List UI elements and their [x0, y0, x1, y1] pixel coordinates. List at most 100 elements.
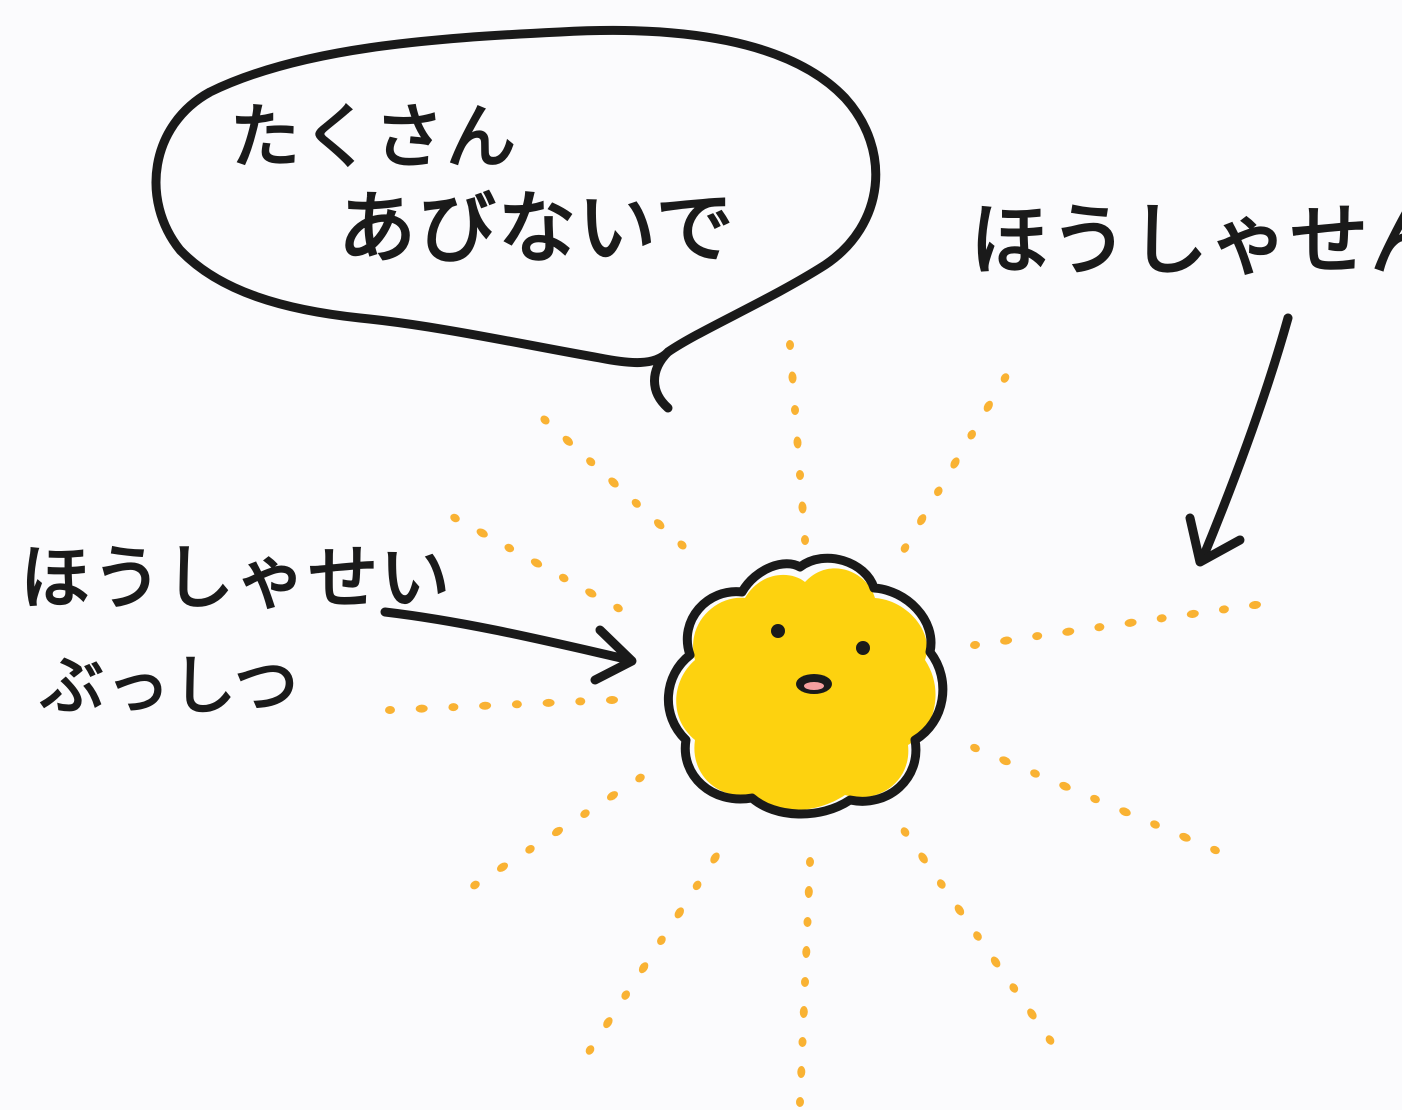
ray-dot	[795, 1097, 805, 1107]
character-body-outline	[663, 553, 948, 819]
ray-dot	[552, 826, 563, 837]
ray-dot	[1090, 794, 1100, 804]
ray-dot	[790, 405, 800, 415]
ray-dot	[448, 703, 459, 712]
ray-dot	[621, 990, 631, 1000]
ray-dot	[511, 700, 522, 709]
arrow-to-character-icon	[380, 607, 637, 685]
ray-dot	[450, 513, 460, 523]
ray-dot	[797, 1066, 806, 1078]
ray-dot	[900, 827, 910, 837]
ray-dot	[562, 435, 573, 446]
ray-dot	[990, 956, 1001, 968]
ray-dot	[613, 603, 623, 613]
ray-dot	[798, 1037, 807, 1047]
ray-dot	[800, 535, 810, 545]
ray-dot	[692, 880, 702, 891]
ray-dot	[1030, 769, 1040, 778]
ray-dot	[1045, 1035, 1055, 1045]
ray-dot	[785, 340, 795, 350]
ray-dot	[470, 880, 480, 890]
ray-dot	[1179, 832, 1191, 842]
ray-dot	[970, 640, 980, 650]
ray-dot	[1124, 618, 1137, 627]
ray-dot	[793, 436, 802, 449]
ray-dot	[954, 904, 965, 916]
ray-dot	[917, 514, 927, 526]
ray-dot	[631, 498, 641, 508]
ray-dot	[1210, 845, 1220, 855]
ray-dot	[497, 862, 508, 872]
ray-dot	[973, 931, 982, 941]
ray-dot	[788, 371, 797, 384]
ray-dot	[795, 470, 805, 480]
ray-dot	[1119, 807, 1131, 817]
character-mouth-inner	[804, 682, 824, 690]
ray-dot	[710, 852, 720, 864]
ray-dot	[674, 907, 684, 919]
ray-dot	[1150, 820, 1160, 829]
ray-dot	[558, 573, 569, 583]
ray-dot	[585, 588, 597, 598]
ray-dot	[1186, 609, 1199, 618]
ray-dot	[800, 977, 810, 987]
ray-dot	[638, 962, 649, 974]
ray-dot	[802, 946, 811, 958]
ray-dot	[950, 457, 960, 469]
ray-dot	[530, 558, 543, 568]
ray-dot	[1009, 983, 1019, 993]
ray-dot	[1156, 614, 1167, 623]
ray-dot	[575, 697, 586, 706]
yellow-blob-character-icon	[663, 553, 948, 819]
radioactive-material-label-line-2: ぶっしつ	[40, 650, 301, 724]
ray-dot	[799, 1006, 808, 1018]
ray-dot	[476, 528, 488, 538]
ray-dot	[677, 540, 687, 550]
ray-dot	[1027, 1008, 1037, 1020]
ray-dot	[504, 543, 515, 553]
ray-dot	[657, 935, 666, 946]
ray-dot	[967, 429, 976, 440]
ray-dot	[983, 400, 993, 412]
speech-bubble-text-line-2: あびないで	[338, 184, 736, 274]
ray-dot	[934, 486, 943, 497]
ray-dot	[607, 791, 618, 801]
ray-dot	[540, 415, 550, 425]
character-right-eye	[856, 641, 870, 655]
ray-dot	[1059, 781, 1071, 791]
ray-dot	[900, 543, 910, 553]
ray-dot	[970, 743, 980, 753]
ray-dot	[918, 852, 928, 864]
ray-dot	[525, 844, 535, 854]
ray-dot	[1249, 600, 1261, 610]
ray-dot	[1000, 636, 1013, 645]
speech-bubble	[151, 25, 881, 413]
ray-dot	[542, 698, 555, 707]
ray-dot	[1094, 623, 1105, 632]
ray-dot	[385, 705, 395, 715]
ray-dot	[585, 1045, 595, 1055]
ray-dot	[415, 704, 428, 713]
ray-dot	[608, 477, 619, 488]
ray-dot	[580, 809, 590, 819]
ray-dot	[603, 1017, 613, 1029]
ray-dot	[1218, 605, 1229, 614]
radiation-rays	[385, 340, 1261, 1107]
ray-dot	[586, 457, 596, 467]
speech-bubble-text-line-1: たくさん	[230, 96, 518, 178]
ray-dot	[1032, 632, 1043, 641]
ray-dot	[798, 501, 807, 514]
ray-dot	[803, 917, 812, 927]
ray-dot	[606, 695, 618, 705]
character-left-eye	[771, 624, 785, 638]
ray-dot	[999, 756, 1011, 766]
arrow-to-rays-icon	[1185, 313, 1293, 567]
ray-dot	[654, 519, 665, 530]
ray-dot	[1000, 373, 1010, 383]
radiation-label: ほうしゃせん	[970, 196, 1402, 286]
ray-dot	[635, 773, 645, 783]
radioactive-material-label-line-1: ほうしゃせい	[20, 537, 452, 619]
ray-dot	[805, 857, 815, 867]
ray-dot	[936, 879, 946, 889]
